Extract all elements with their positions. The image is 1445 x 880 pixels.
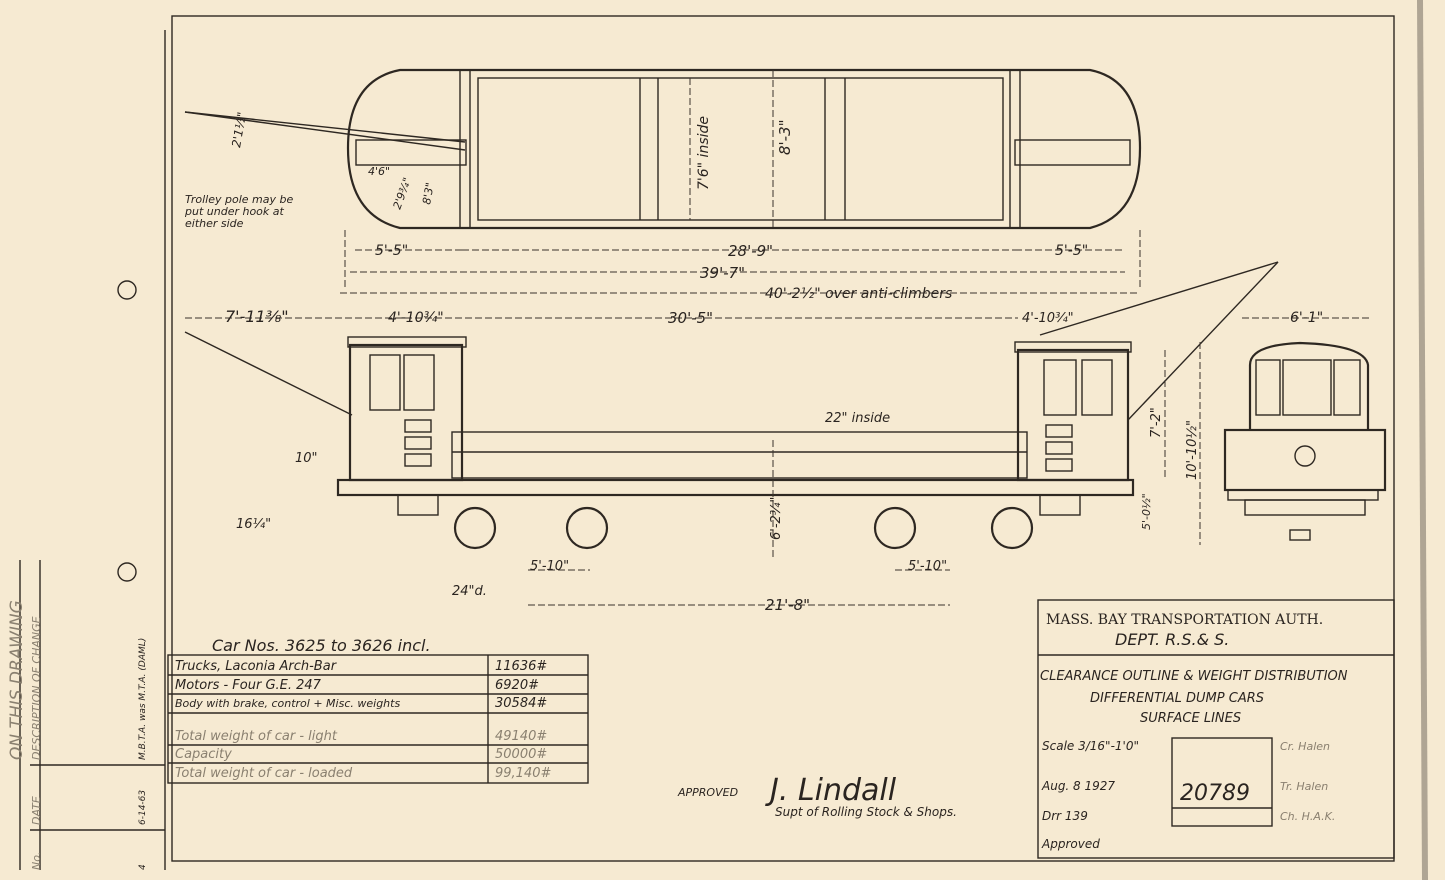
weight-row-item: Total weight of car - loaded (175, 766, 353, 781)
dim-wheelbase-left: 5'-10" (530, 559, 569, 574)
dim-over-body: 39'-7" (700, 264, 745, 282)
revision-entry-text: M.B.T.A. was M.T.A. (DAML) (138, 638, 148, 760)
weight-row-value: 11636# (495, 659, 547, 674)
weight-row-item: Trucks, Laconia Arch-Bar (175, 659, 338, 674)
drawing-number: 20789 (1180, 781, 1250, 806)
approval-title: Supt of Rolling Stock & Shops. (775, 805, 957, 819)
dim-pole-reach: 7'-11⅜" (225, 307, 289, 326)
drawing-title-1: CLEARANCE OUTLINE & WEIGHT DISTRIBUTION (1040, 669, 1348, 684)
approval: APPROVED J. Lindall Supt of Rolling Stoc… (677, 773, 957, 819)
weight-row-value: 30584# (495, 696, 547, 711)
dim-hook-a: 4'6" (368, 165, 390, 178)
revision-col-date: DATE (30, 796, 43, 825)
side-view: 7'-11⅜" 4'-10¾" 30'-5" 4'-10¾" 22" insid… (184, 261, 1279, 614)
weight-row-item: Total weight of car - light (175, 729, 338, 744)
dim-hook-c: 8'3" (420, 182, 437, 206)
checker: Ch. H.A.K. (1280, 810, 1335, 823)
revision-block: ON THIS DRAWING No. DATE DESCRIPTION OF … (7, 30, 166, 870)
dim-overall-height: 10'-10½" (1185, 420, 1200, 480)
punch-hole (117, 280, 137, 300)
traced-by: Tr. Halen (1280, 780, 1328, 793)
dim-bed-height: 6'-2¾" (769, 497, 784, 540)
dim-cab-height: 7'-2" (1149, 407, 1164, 438)
dim-hook-b: 2'9¾" (391, 176, 414, 211)
dim-side-right-cab: 4'-10¾" (1022, 311, 1074, 326)
trolley-note-line3: either side (185, 217, 244, 230)
sheet-edge (1417, 0, 1428, 880)
weight-row-value: 50000# (495, 747, 547, 762)
revision-col-description: DESCRIPTION OF CHANGE (30, 616, 43, 760)
dim-coupler-height: 10" (295, 451, 318, 466)
dim-end-width: 6'-1" (1290, 310, 1323, 326)
trolley-note-line1: Trolley pole may be (185, 193, 293, 206)
approved-field: Approved (1041, 837, 1100, 851)
dim-right-cab: 5'-5" (1055, 243, 1088, 259)
revision-heading: ON THIS DRAWING (7, 600, 27, 760)
approved-label: APPROVED (677, 786, 738, 799)
drawer-no: Drr 139 (1042, 809, 1088, 823)
drawing-border (171, 15, 1395, 862)
dim-body: 28'-9" (728, 242, 773, 260)
dim-over-anticlimbers: 40'-2½" over anti-climbers (765, 286, 952, 302)
weight-row-item: Capacity (175, 747, 232, 762)
dim-wheel: 24"d. (452, 584, 487, 599)
dim-between-cabs: 30'-5" (668, 309, 713, 327)
dim-overall-width: 8'-3" (776, 119, 794, 155)
weight-row-value: 99,140# (495, 766, 551, 781)
weight-row-item: Body with brake, control + Misc. weights (175, 697, 400, 710)
dim-inside-width: 7'6" inside (696, 116, 712, 190)
dim-left-cab: 5'-5" (375, 243, 408, 259)
drawing-date: Aug. 8 1927 (1041, 779, 1115, 793)
weights-title: Car Nos. 3625 to 3626 incl. (212, 636, 431, 655)
dim-side-left-cab: 4'-10¾" (388, 310, 444, 326)
drawing-title-3: SURFACE LINES (1140, 711, 1241, 726)
revision-entry-date: 6-14-63 (138, 790, 148, 825)
dim-floor-height: 5'-0½" (1140, 493, 1153, 530)
revision-entry-no: 4 (138, 864, 148, 870)
end-view: 6'-1" (1223, 310, 1387, 541)
dim-step-height: 16¼" (236, 517, 271, 532)
dim-wheelbase-right: 5'-10" (908, 559, 947, 574)
scale: Scale 3/16"-1'0" (1042, 739, 1139, 753)
weight-row-value: 49140# (495, 729, 547, 744)
weight-table: Car Nos. 3625 to 3626 incl. Trucks, Laco… (167, 636, 589, 784)
weight-row-value: 6920# (495, 678, 539, 693)
revision-col-no: No. (30, 852, 43, 870)
weight-row-item: Motors - Four G.E. 247 (175, 678, 322, 693)
signature: J. Lindall (765, 773, 897, 808)
trolley-note-line2: put under hook at (184, 205, 285, 218)
dim-trolley-offset: 2'1½" (229, 111, 249, 149)
checked-by: Cr. Halen (1280, 740, 1330, 753)
title-block: MASS. BAY TRANSPORTATION AUTH. DEPT. R.S… (1037, 599, 1395, 859)
dept-name: DEPT. R.S.& S. (1115, 630, 1229, 649)
agency-name: MASS. BAY TRANSPORTATION AUTH. (1046, 612, 1323, 628)
drawing-title-2: DIFFERENTIAL DUMP CARS (1090, 691, 1264, 706)
dim-bed-inside: 22" inside (825, 411, 890, 426)
plan-view: 2'1½" 4'6" 2'9¾" 8'3" 7'6" inside 8'-3" … (184, 68, 1142, 302)
dim-truck-centers: 21'-8" (765, 596, 810, 614)
punch-hole (117, 562, 137, 582)
